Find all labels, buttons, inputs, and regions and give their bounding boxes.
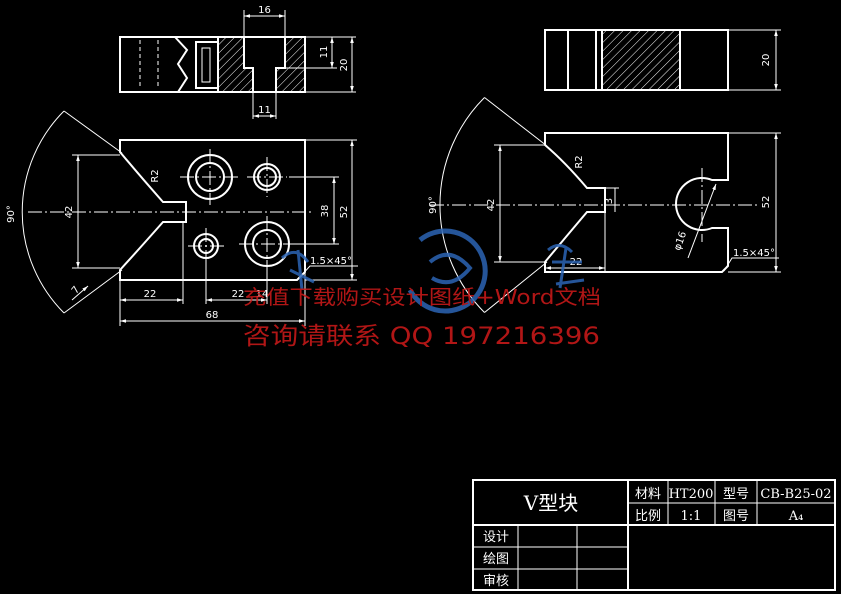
role-drafter: 绘图 — [483, 552, 509, 567]
dim-label-slot-width: 3 — [604, 198, 615, 204]
dim-label-v-angle: 90° — [428, 196, 439, 214]
dim-label-chamfer: 1.5×45° — [310, 256, 352, 267]
left-top-view-counterbore — [243, 37, 286, 92]
title-block: V型块 材料 HT200 型号 CB-B25-02 比例 1:1 图号 A₄ 设… — [472, 479, 836, 591]
dim-label-chamfer: 1.5×45° — [733, 248, 775, 259]
dim-leader-chamfer — [723, 257, 779, 272]
dim-label-height: 52 — [761, 196, 772, 209]
watermark-logo — [280, 228, 585, 314]
left-top-view-slot-inner — [201, 47, 211, 83]
watermark-line-1: 充值下载购买设计图纸+Word文档 — [243, 285, 601, 309]
dim-label-groove-radius: R2 — [150, 169, 161, 182]
dim-label-counterbore-width: 16 — [258, 5, 271, 16]
right-top-view: 20 — [544, 29, 781, 91]
dim-extension-lines — [494, 132, 781, 273]
v-angle-extension-lines — [484, 97, 548, 313]
title-block-frame — [472, 479, 836, 591]
scale-value: 1:1 — [681, 509, 702, 524]
dim-label-c: 14 — [256, 289, 269, 300]
right-front-view-outline — [544, 132, 729, 273]
dim-label-hole-spacing: 38 — [320, 205, 331, 218]
left-top-view-hatch — [218, 37, 305, 92]
dim-leader-chamfer — [298, 265, 358, 279]
dim-extension-lines — [728, 29, 781, 91]
left-top-view-v-break — [174, 36, 189, 93]
left-front-view-outline — [119, 139, 306, 281]
title-block-grid — [473, 480, 835, 590]
left-top-view-outline — [119, 36, 306, 93]
dim-label-height: 52 — [339, 206, 350, 219]
role-designer: 设计 — [483, 530, 509, 545]
scale-label: 比例 — [635, 509, 661, 524]
right-top-view-outline — [544, 29, 729, 91]
watermark-line-2: 咨询请联系 QQ 197216396 — [243, 322, 600, 350]
dim-label-thickness: 20 — [339, 59, 350, 72]
v-angle-arc — [439, 97, 485, 313]
right-front-view: 90° 42 R2 3 52 22 φ16 1.5×45° — [428, 97, 781, 313]
left-top-view-slot — [195, 41, 219, 89]
part-name: V型块 — [523, 491, 578, 515]
right-top-view-edges — [567, 30, 681, 90]
model-label: 型号 — [723, 487, 749, 502]
material-label: 材料 — [635, 487, 661, 502]
drawing-number-value: A₄ — [788, 509, 804, 524]
material-value: HT200 — [669, 487, 714, 502]
dim-leader-bore — [687, 183, 717, 259]
v-angle-arc — [21, 110, 65, 314]
dim-label-v-opening: 42 — [64, 206, 75, 219]
v-angle-extension-lines — [63, 110, 123, 314]
dim-label-length: 68 — [206, 310, 219, 321]
left-front-view: 90° 7 42 R2 38 52 1.5×45° 22 22 14 68 — [6, 110, 358, 326]
watermark: 充值下载购买设计图纸+Word文档 咨询请联系 QQ 197216396 — [243, 228, 601, 350]
drawing-number-label: 图号 — [723, 509, 749, 524]
dim-label-a: 22 — [144, 289, 157, 300]
dim-label-counterbore-depth: 11 — [319, 46, 330, 59]
dim-label-edge: 7 — [70, 284, 83, 296]
dim-label-thickness: 20 — [761, 54, 772, 67]
dim-label-groove-radius: R2 — [574, 155, 585, 168]
dim-label-v-opening: 42 — [486, 199, 497, 212]
title-block-grid — [473, 480, 835, 590]
dim-leader-edge — [71, 285, 89, 301]
dim-label-bore: φ16 — [672, 230, 689, 252]
hole-center-lines — [180, 149, 295, 272]
dim-label-hole-width: 11 — [258, 105, 271, 116]
dim-extension-lines — [72, 139, 357, 326]
dim-label-v-angle: 90° — [6, 205, 17, 223]
model-value: CB-B25-02 — [760, 487, 831, 502]
dim-label-b: 22 — [232, 289, 245, 300]
role-reviewer: 审核 — [483, 574, 509, 589]
left-top-view: 16 11 20 11 — [119, 5, 356, 119]
right-top-view-hatch — [602, 30, 680, 90]
